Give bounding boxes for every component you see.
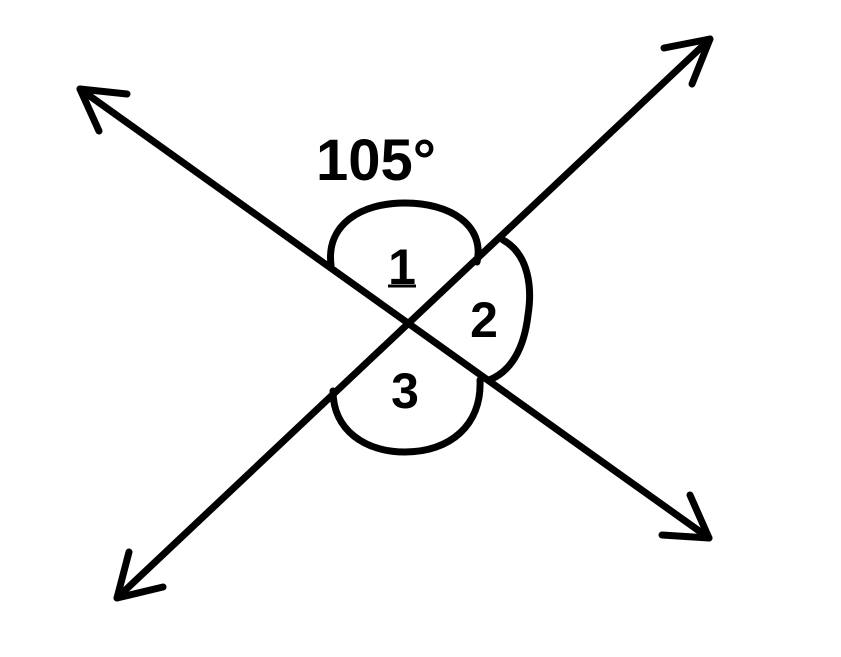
angle-3-label: 3 [391,363,419,419]
arrowhead-top-right [660,35,714,88]
arrowhead-bottom-left [113,548,167,602]
line-b-segment [113,35,714,602]
angle-measure-label: 105° [316,128,436,193]
angle-3-arc [329,376,484,456]
line-b [113,35,714,602]
line-a [76,85,713,542]
arrowhead-top-left [76,85,131,135]
angle-2-label: 2 [470,292,498,348]
angle-2-arc [485,236,534,384]
line-a-segment [76,85,713,542]
angle-1-arc [327,199,482,269]
arrowhead-bottom-right [658,491,713,542]
